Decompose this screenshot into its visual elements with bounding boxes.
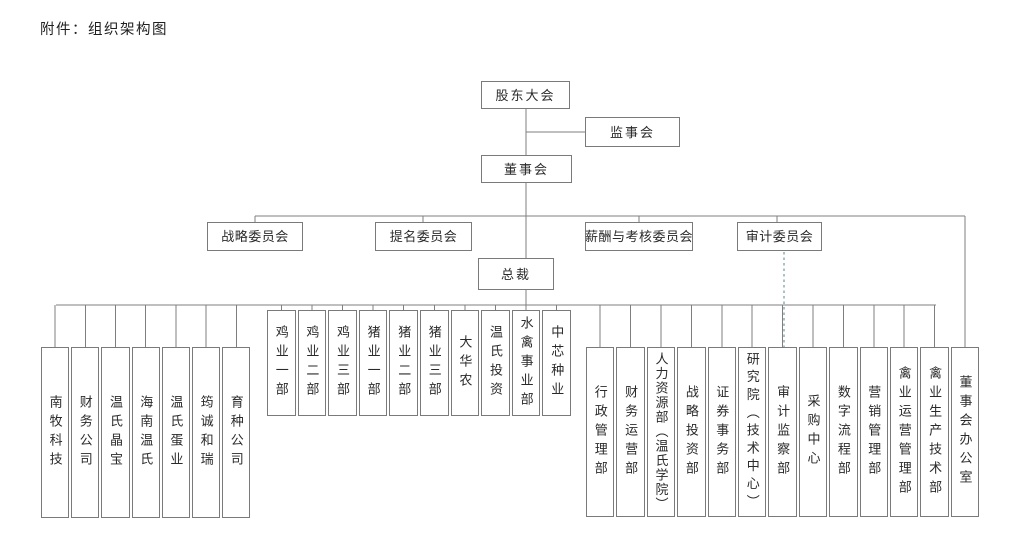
right-department-box: 人力资源部（温氏学院） [646, 347, 676, 517]
left-subsidiary-box: 温氏晶宝 [101, 347, 130, 518]
middle-business-unit-box: 鸡业二部 [297, 310, 327, 416]
node-shareholders-meeting: 股东大会 [481, 81, 570, 109]
left-subsidiary-box: 筠诚和瑞 [192, 347, 221, 518]
right-department-box: 禽业运营管理部 [890, 347, 919, 517]
node-remuneration-appraisal-committee: 薪酬与考核委员会 [585, 222, 693, 251]
right-department-box: 采购中心 [798, 347, 828, 517]
right-department-box: 行政管理部 [586, 347, 615, 517]
right-department-box: 审计监察部 [768, 347, 797, 517]
middle-business-unit-box: 猪业一部 [358, 310, 388, 416]
right-department-box: 数字流程部 [829, 347, 858, 517]
node-supervisory-board: 监事会 [585, 117, 680, 147]
middle-business-unit-box: 猪业三部 [420, 310, 449, 416]
node-strategy-committee: 战略委员会 [207, 222, 303, 251]
node-nomination-committee: 提名委员会 [375, 222, 472, 251]
right-department-box: 研究院（技术中心） [738, 347, 767, 517]
right-department-box: 禽业生产技术部 [920, 347, 949, 517]
middle-business-unit-box: 猪业二部 [389, 310, 418, 416]
right-department-box: 战略投资部 [677, 347, 706, 517]
middle-business-unit-box: 中芯种业 [542, 310, 571, 416]
left-subsidiary-box: 南牧科技 [41, 347, 70, 518]
middle-business-unit-box: 水禽事业部 [511, 310, 541, 416]
middle-business-unit-box: 温氏投资 [481, 310, 510, 416]
right-department-box: 财务运营部 [616, 347, 645, 517]
left-subsidiary-box: 温氏蛋业 [161, 347, 190, 518]
left-subsidiary-box: 海南温氏 [131, 347, 160, 518]
node-president: 总裁 [478, 258, 554, 290]
right-department-box: 董事会办公室 [950, 347, 980, 517]
left-subsidiary-box: 财务公司 [71, 347, 100, 518]
right-department-box: 证券事务部 [707, 347, 736, 517]
page-title: 附件：组织架构图 [40, 22, 168, 38]
right-department-box: 营销管理部 [859, 347, 888, 517]
node-audit-committee: 审计委员会 [737, 222, 822, 251]
left-subsidiary-box: 育种公司 [222, 347, 251, 518]
node-board-of-directors: 董事会 [481, 155, 572, 183]
middle-business-unit-box: 鸡业三部 [328, 310, 357, 416]
middle-business-unit-box: 大华农 [450, 310, 480, 416]
middle-business-unit-box: 鸡业一部 [267, 310, 296, 416]
